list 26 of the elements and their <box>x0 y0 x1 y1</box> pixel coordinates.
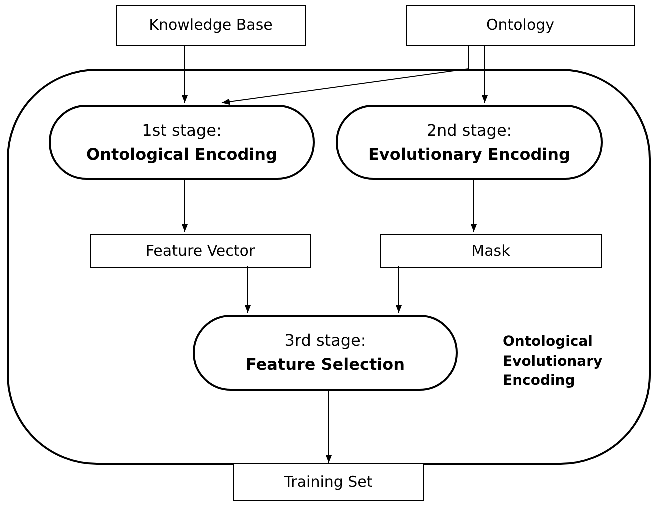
box-label: Knowledge Base <box>149 15 273 36</box>
process-box <box>116 5 306 46</box>
group-boundary <box>7 69 651 465</box>
arrow <box>222 46 470 106</box>
box-label: Mask <box>472 240 510 262</box>
process-box <box>90 234 311 268</box>
process-box <box>380 234 602 268</box>
arrow <box>244 266 252 314</box>
process-box <box>233 463 424 501</box>
arrow <box>396 266 402 314</box>
box-label: Training Set <box>284 472 373 493</box>
arrow <box>470 178 478 232</box>
stage-title: Ontological Encoding <box>86 144 278 166</box>
stage-number: 1st stage: <box>142 120 222 142</box>
arrow <box>326 388 332 464</box>
arrow <box>482 46 488 104</box>
box-label: Ontology <box>486 15 555 36</box>
stage-title: Feature Selection <box>246 354 405 376</box>
stage-title: Evolutionary Encoding <box>368 144 570 166</box>
group-label: Ontological Evolutionary Encoding <box>503 333 604 392</box>
stage-number: 3rd stage: <box>284 330 366 352</box>
box-label: Feature Vector <box>146 240 256 262</box>
arrow <box>182 46 188 104</box>
arrow <box>182 178 188 232</box>
stage-number: 2nd stage: <box>426 120 512 142</box>
process-box <box>406 5 635 46</box>
